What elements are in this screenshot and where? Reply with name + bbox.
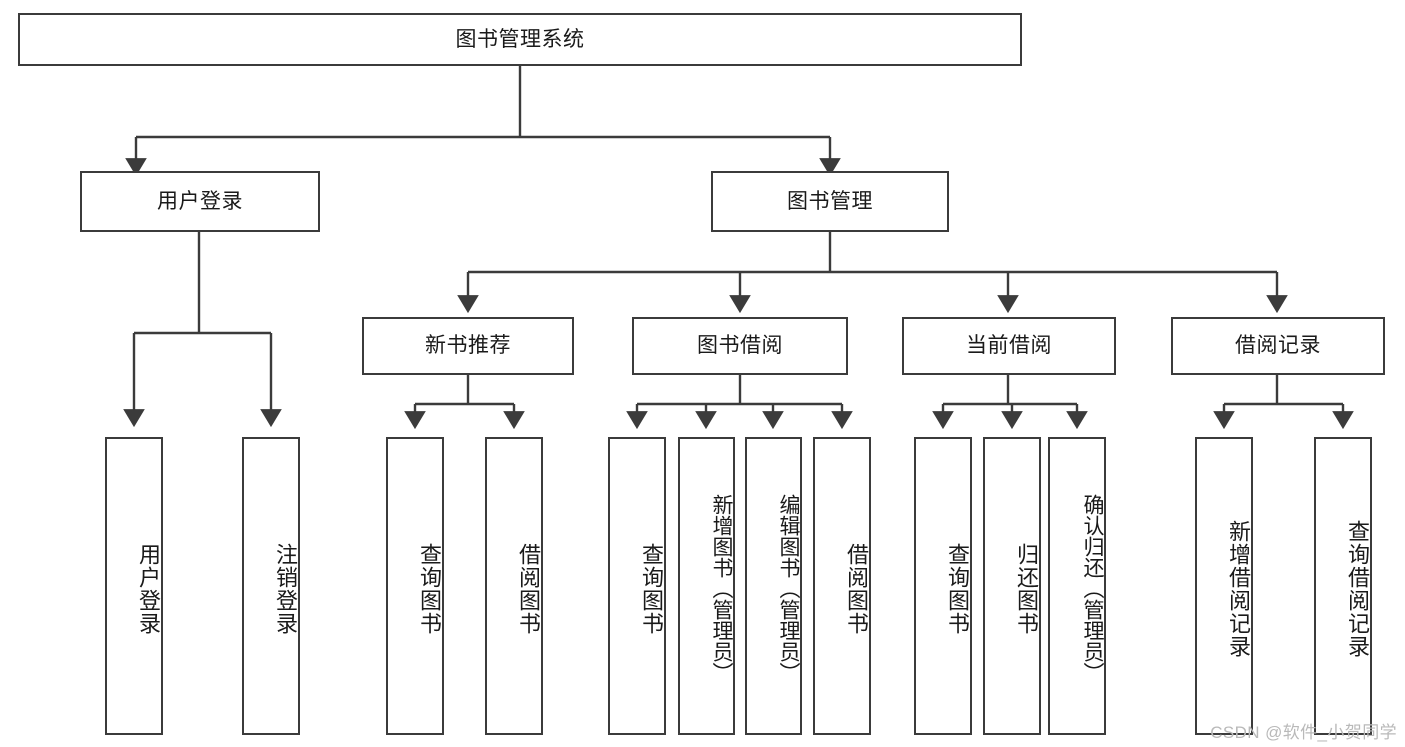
node-borrow-record[interactable]: 借阅记录: [1171, 317, 1385, 375]
node-leaf-query-book-2[interactable]: 查询图书: [608, 437, 666, 735]
node-current-borrow[interactable]: 当前借阅: [902, 317, 1116, 375]
node-book-borrow[interactable]: 图书借阅: [632, 317, 848, 375]
node-leaf-add-book[interactable]: 新增图书（管理员）: [678, 437, 735, 735]
node-leaf-borrow-book-1[interactable]: 借阅图书: [485, 437, 543, 735]
node-leaf-add-record[interactable]: 新增借阅记录: [1195, 437, 1253, 735]
node-leaf-query-book-3[interactable]: 查询图书: [914, 437, 972, 735]
node-leaf-query-book-1[interactable]: 查询图书: [386, 437, 444, 735]
node-book-manage[interactable]: 图书管理: [711, 171, 949, 232]
node-leaf-return-book[interactable]: 归还图书: [983, 437, 1041, 735]
node-user-login[interactable]: 用户登录: [80, 171, 320, 232]
node-root[interactable]: 图书管理系统: [18, 13, 1022, 66]
node-leaf-borrow-book-2[interactable]: 借阅图书: [813, 437, 871, 735]
node-leaf-edit-book[interactable]: 编辑图书（管理员）: [745, 437, 802, 735]
node-leaf-user-login[interactable]: 用户登录: [105, 437, 163, 735]
node-new-book-recommend[interactable]: 新书推荐: [362, 317, 574, 375]
node-leaf-query-record[interactable]: 查询借阅记录: [1314, 437, 1372, 735]
node-leaf-confirm-return[interactable]: 确认归还（管理员）: [1048, 437, 1106, 735]
csdn-watermark: CSDN @软件_小贺同学: [1210, 723, 1397, 742]
node-leaf-logout-login[interactable]: 注销登录: [242, 437, 300, 735]
